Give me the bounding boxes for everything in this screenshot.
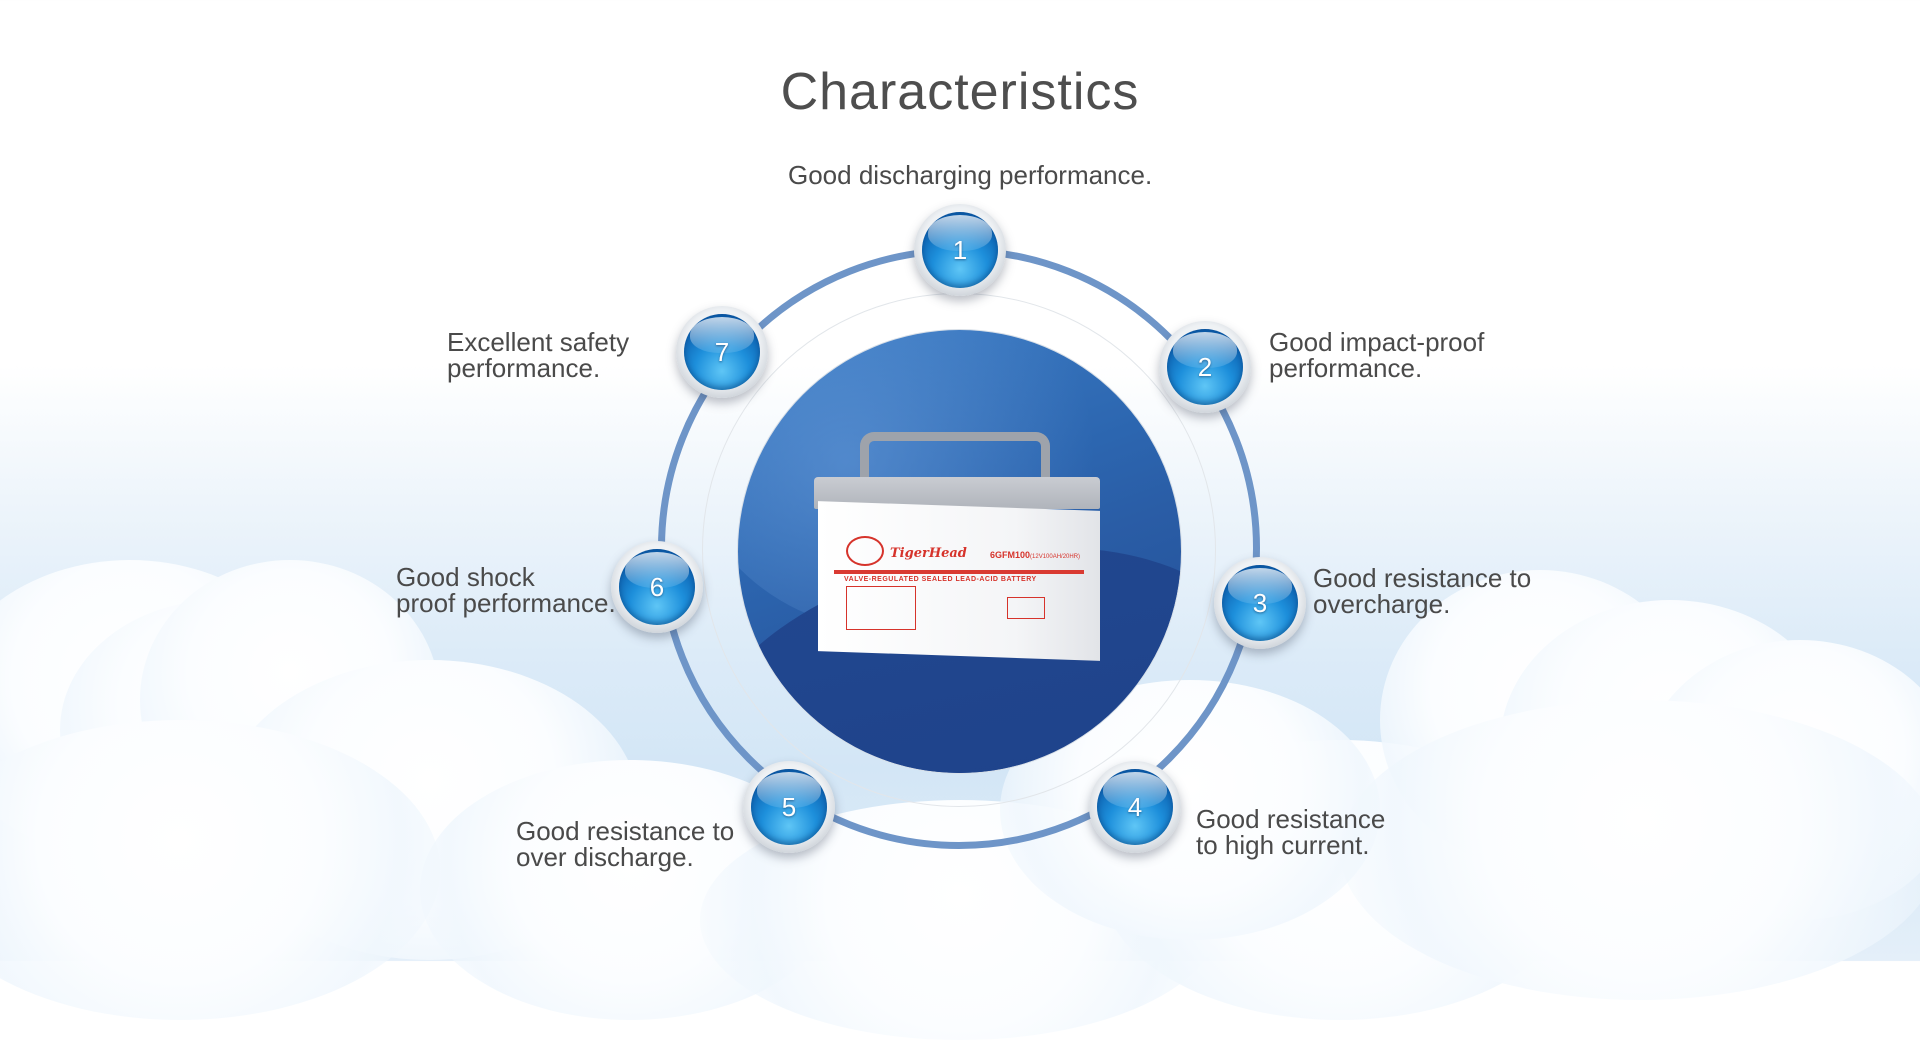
page-title: Characteristics [780, 63, 1140, 121]
feature-5-bubble[interactable]: 5 [743, 761, 835, 853]
feature-4-bubble[interactable]: 4 [1089, 761, 1181, 853]
battery-image: TigerHead 6GFM100(12V100AH/20HR) VALVE-R… [812, 432, 1102, 661]
feature-6-text: Good shock proof performance. [396, 562, 616, 618]
feature-3-number: 3 [1252, 588, 1268, 618]
battery-handle [860, 432, 1050, 486]
feature-2-text: Good impact-proof performance. [1269, 327, 1485, 383]
feature-7-text: Excellent safety performance. [447, 327, 630, 383]
feature-6-number: 6 [649, 572, 665, 602]
tiger-logo-icon [846, 536, 884, 566]
feature-5-number: 5 [781, 792, 797, 822]
feature-4-number: 4 [1127, 792, 1143, 822]
feature-4-text: Good resistance to high current. [1196, 804, 1386, 860]
battery-stripe [834, 570, 1084, 574]
battery-brand: TigerHead [890, 546, 967, 561]
feature-7-number: 7 [714, 337, 730, 367]
battery-label-box [846, 586, 916, 630]
battery-subtitle: VALVE-REGULATED SEALED LEAD-ACID BATTERY [844, 576, 1037, 583]
battery-model: 6GFM100(12V100AH/20HR) [990, 550, 1081, 560]
feature-3-text: Good resistance to overcharge. [1313, 563, 1532, 619]
feature-1-text: Good discharging performance. [788, 160, 1153, 190]
feature-1-bubble[interactable]: 1 [914, 204, 1006, 296]
feature-1-number: 1 [952, 235, 968, 265]
feature-7-bubble[interactable]: 7 [676, 306, 768, 398]
feature-6-bubble[interactable]: 6 [611, 541, 703, 633]
certification-mark-icon [1007, 597, 1045, 619]
feature-2-bubble[interactable]: 2 [1159, 321, 1251, 413]
feature-5-text: Good resistance to over discharge. [516, 816, 735, 872]
feature-3-bubble[interactable]: 3 [1214, 557, 1306, 649]
feature-2-number: 2 [1197, 352, 1213, 382]
